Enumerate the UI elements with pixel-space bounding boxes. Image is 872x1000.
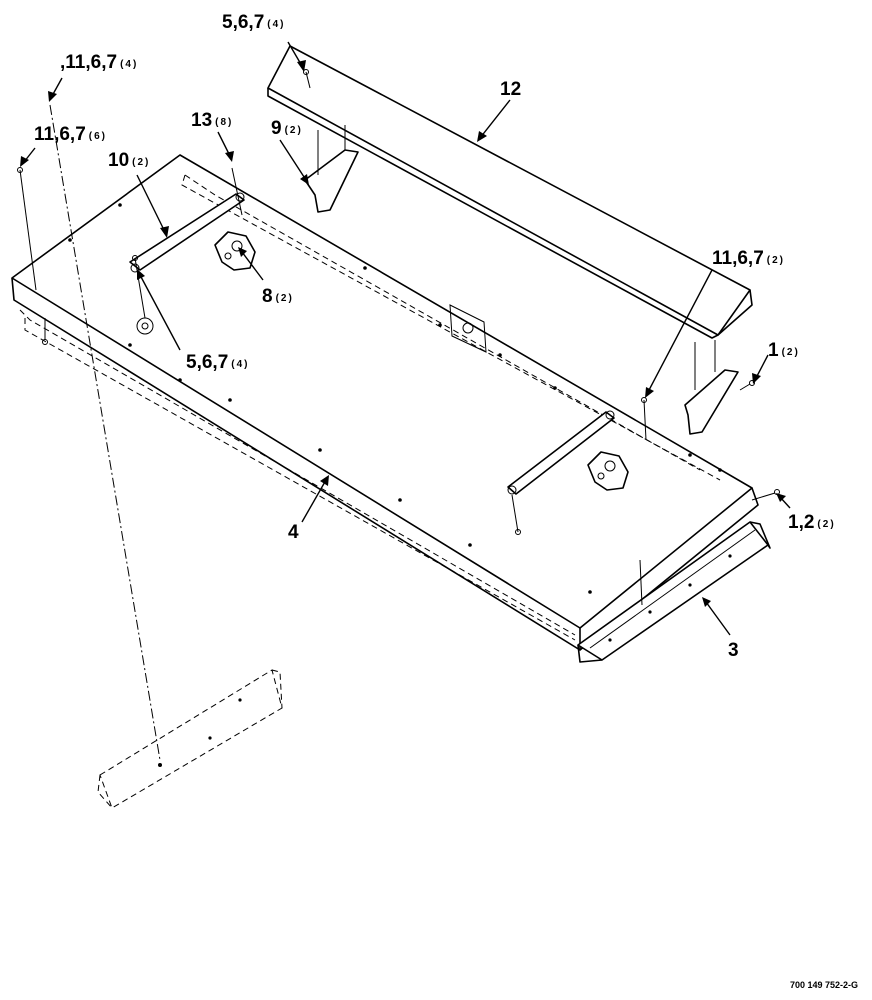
callout-13: 13(8)	[191, 110, 233, 131]
callout-11-6-7-two: 11,6,7(2)	[712, 248, 785, 269]
callout-5-6-7-lower: 5,6,7(4)	[186, 352, 250, 373]
end-support	[577, 521, 771, 663]
callout-3: 3	[728, 640, 739, 661]
callout-leaders	[20, 41, 791, 636]
upper-board	[267, 45, 753, 339]
fastener-lines	[17, 69, 780, 761]
bracket-left	[304, 125, 359, 213]
callout-4: 4	[288, 522, 299, 543]
callout-1-2: 1,2(2)	[788, 512, 836, 533]
drawing-number: 700 149 752-2-G	[790, 980, 858, 990]
callout-1: 1(2)	[768, 340, 800, 361]
support-rod-right	[507, 410, 615, 495]
callout-labels: 5,6,7(4) ,11,6,7(4) 11,6,7(6) 13(8) 9(2)…	[34, 12, 836, 661]
callout-11-6-7-four: ,11,6,7(4)	[60, 52, 138, 73]
clamp-right	[587, 451, 629, 491]
callout-8: 8(2)	[262, 286, 294, 307]
phantom-support	[97, 669, 283, 809]
deck-rivets	[68, 203, 722, 594]
clamp-left	[214, 231, 256, 271]
callout-5-6-7-top: 5,6,7(4)	[222, 12, 286, 33]
callout-12: 12	[500, 79, 521, 100]
callout-11-6-7-six: 11,6,7(6)	[34, 124, 107, 145]
callout-9: 9(2)	[271, 118, 303, 139]
bracket-right	[684, 340, 739, 435]
deck-plate	[11, 154, 759, 651]
callout-10: 10(2)	[108, 150, 150, 171]
